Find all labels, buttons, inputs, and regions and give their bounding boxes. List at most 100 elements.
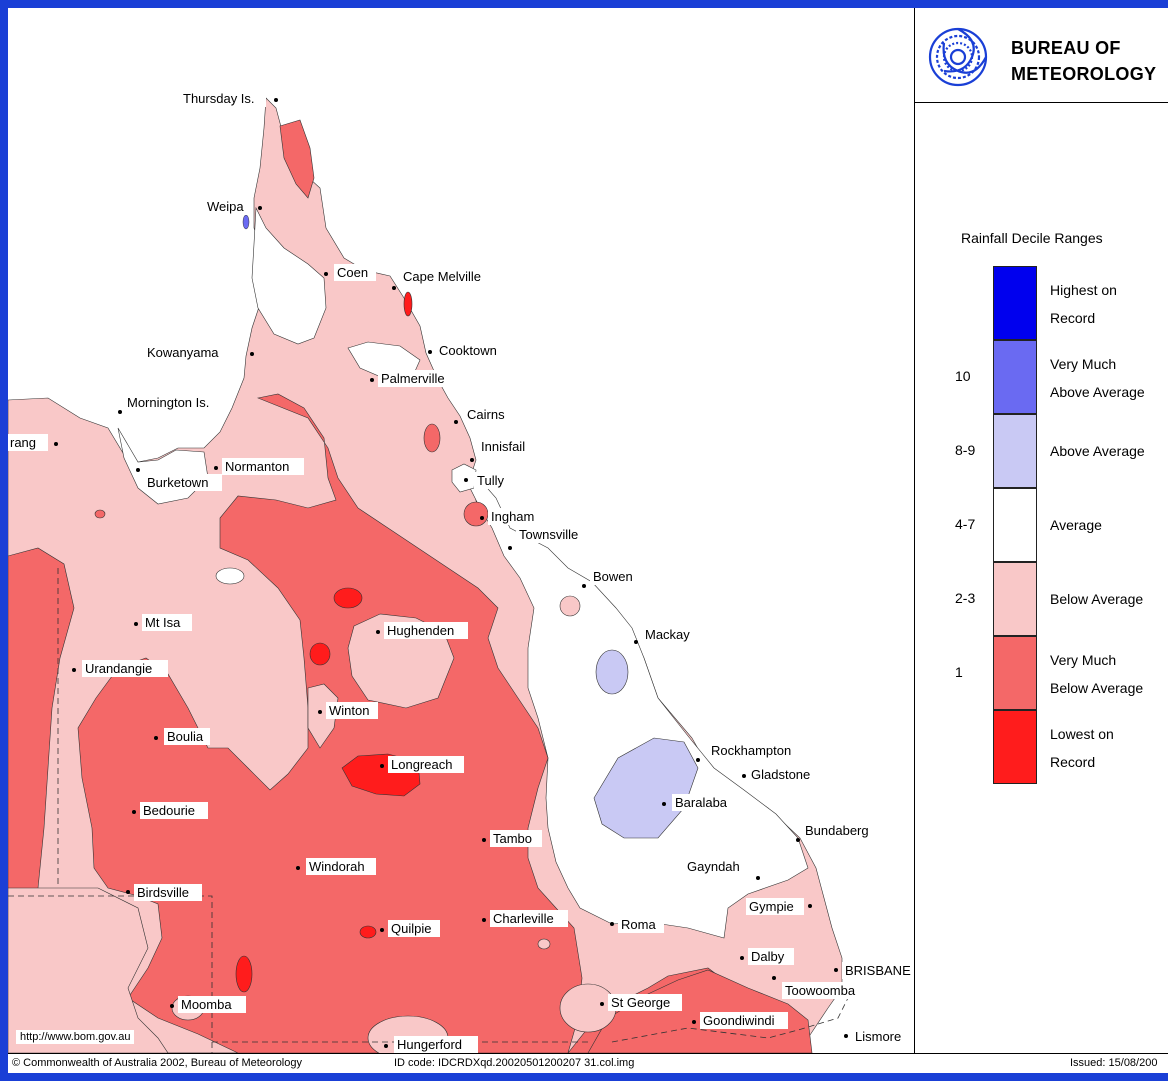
place-moomba: Moomba	[181, 997, 232, 1012]
place-boulia: Boulia	[167, 729, 204, 744]
legend-swatch	[993, 710, 1037, 784]
place-rockhampton: Rockhampton	[711, 743, 791, 758]
place-gladstone: Gladstone	[751, 767, 810, 782]
place-urandangie: Urandangie	[85, 661, 152, 676]
place-toowoomba: Toowoomba	[785, 983, 856, 998]
place-roma: Roma	[621, 917, 656, 932]
legend-decile-number: 2-3	[955, 590, 976, 606]
place-winton: Winton	[329, 703, 369, 718]
place-mornington-island: Mornington Is.	[127, 395, 209, 410]
region-very-much-below-burketown	[94, 509, 106, 519]
org-name-line2: METEOROLOGY	[1011, 64, 1157, 84]
place-townsville: Townsville	[519, 527, 578, 542]
place-weipa: Weipa	[207, 199, 244, 214]
place-tully: Tully	[477, 473, 504, 488]
place-bundaberg: Bundaberg	[805, 823, 869, 838]
org-name-line1: BUREAU OF	[1011, 38, 1121, 58]
place-hungerford: Hungerford	[397, 1037, 462, 1052]
place-baralaba: Baralaba	[675, 795, 728, 810]
place-charleville: Charleville	[493, 911, 554, 926]
place-lismore: Lismore	[855, 1029, 901, 1044]
place-gayndah: Gayndah	[687, 859, 740, 874]
legend-title: Rainfall Decile Ranges	[961, 230, 1103, 246]
place-tambo: Tambo	[493, 831, 532, 846]
legend-swatch	[993, 414, 1037, 488]
legend-decile-number: 10	[955, 368, 971, 384]
place-bedourie: Bedourie	[143, 803, 195, 818]
legend-label-line2: Record	[1050, 754, 1096, 770]
legend-label-line2: Below Average	[1050, 680, 1144, 696]
place-thursday-island: Thursday Is.	[183, 91, 255, 106]
legend-swatch	[993, 488, 1037, 562]
place-gympie: Gympie	[749, 899, 794, 914]
region-very-much-below-ingham	[463, 501, 489, 527]
place-mt-isa: Mt Isa	[145, 615, 181, 630]
place-mackay: Mackay	[645, 627, 690, 642]
place-st-george: St George	[611, 995, 670, 1010]
region-above-average-mackay	[595, 649, 629, 695]
region-above-average-weipa	[242, 214, 250, 230]
place-windorah: Windorah	[309, 859, 365, 874]
state-border	[8, 568, 849, 1053]
header-logo-row: BUREAU OF METEOROLOGY	[915, 8, 1168, 103]
region-below-bowen	[559, 595, 581, 617]
place-markers: Thursday Is. Weipa Coen Cape Melville Ko…	[8, 90, 914, 1053]
legend-label: Very Much	[1050, 356, 1117, 372]
place-kowanyama: Kowanyama	[147, 345, 219, 360]
place-dalby: Dalby	[751, 949, 785, 964]
legend-label-line2: Record	[1050, 310, 1096, 326]
map-frame: Thursday Is. Weipa Coen Cape Melville Ko…	[8, 8, 1168, 1073]
place-goondiwindi: Goondiwindi	[703, 1013, 775, 1028]
place-ingham: Ingham	[491, 509, 534, 524]
region-very-much-below-capeyork	[279, 119, 315, 199]
issued-date-text: Issued: 15/08/200	[1070, 1057, 1158, 1069]
place-brisbane: BRISBANE	[845, 963, 911, 978]
place-quilpie: Quilpie	[391, 921, 431, 936]
place-bowen: Bowen	[593, 569, 633, 584]
place-cape-melville: Cape Melville	[403, 269, 481, 284]
copyright-text: © Commonwealth of Australia 2002, Bureau…	[12, 1057, 302, 1069]
region-average-coastal	[467, 465, 809, 939]
place-camooweal: rang	[10, 435, 36, 450]
legend-decile-number: 1	[955, 664, 963, 680]
legend-swatch	[993, 636, 1037, 710]
region-lowest-moomba-north	[235, 955, 253, 993]
place-palmerville: Palmerville	[381, 371, 445, 386]
legend-label: Highest on	[1050, 282, 1117, 298]
place-cairns: Cairns	[467, 407, 505, 422]
id-code-text: ID code: IDCRDXqd.20020501200207 31.col.…	[394, 1057, 635, 1069]
place-innisfail: Innisfail	[481, 439, 525, 454]
place-longreach: Longreach	[391, 757, 452, 772]
legend-decile-number: 8-9	[955, 442, 976, 458]
region-lowest-north	[333, 587, 363, 609]
place-normanton: Normanton	[225, 459, 289, 474]
place-hughenden: Hughenden	[387, 623, 454, 638]
place-burketown: Burketown	[147, 475, 208, 490]
legend-label: Above Average	[1050, 443, 1145, 459]
region-average-cape	[251, 206, 327, 345]
legend-swatch	[993, 562, 1037, 636]
region-below-southwest	[8, 887, 169, 1053]
rainfall-map: Thursday Is. Weipa Coen Cape Melville Ko…	[8, 8, 914, 1053]
region-average-west	[215, 567, 245, 585]
legend-label-line2: Above Average	[1050, 384, 1145, 400]
region-lowest-capemelville	[403, 291, 413, 317]
region-below-charleville	[537, 938, 551, 950]
place-coen: Coen	[337, 265, 368, 280]
legend-swatch	[993, 340, 1037, 414]
footer: © Commonwealth of Australia 2002, Bureau…	[8, 1053, 1168, 1073]
legend-label: Lowest on	[1050, 726, 1114, 742]
legend-label: Below Average	[1050, 591, 1144, 607]
legend-panel: BUREAU OF METEOROLOGY Rainfall Decile Ra…	[914, 8, 1168, 1053]
legend-swatch	[993, 266, 1037, 340]
legend-label: Average	[1050, 517, 1102, 533]
place-birdsville: Birdsville	[137, 885, 189, 900]
region-below-winton	[307, 683, 339, 749]
bom-logo-icon	[928, 27, 988, 87]
region-lowest-quilpie	[359, 925, 377, 939]
website-url[interactable]: http://www.bom.gov.au	[16, 1030, 135, 1044]
region-above-average-baralaba	[593, 737, 699, 839]
place-cooktown: Cooktown	[439, 343, 497, 358]
region-lowest-hughenden-west	[309, 642, 331, 666]
legend-decile-number: 4-7	[955, 516, 976, 532]
